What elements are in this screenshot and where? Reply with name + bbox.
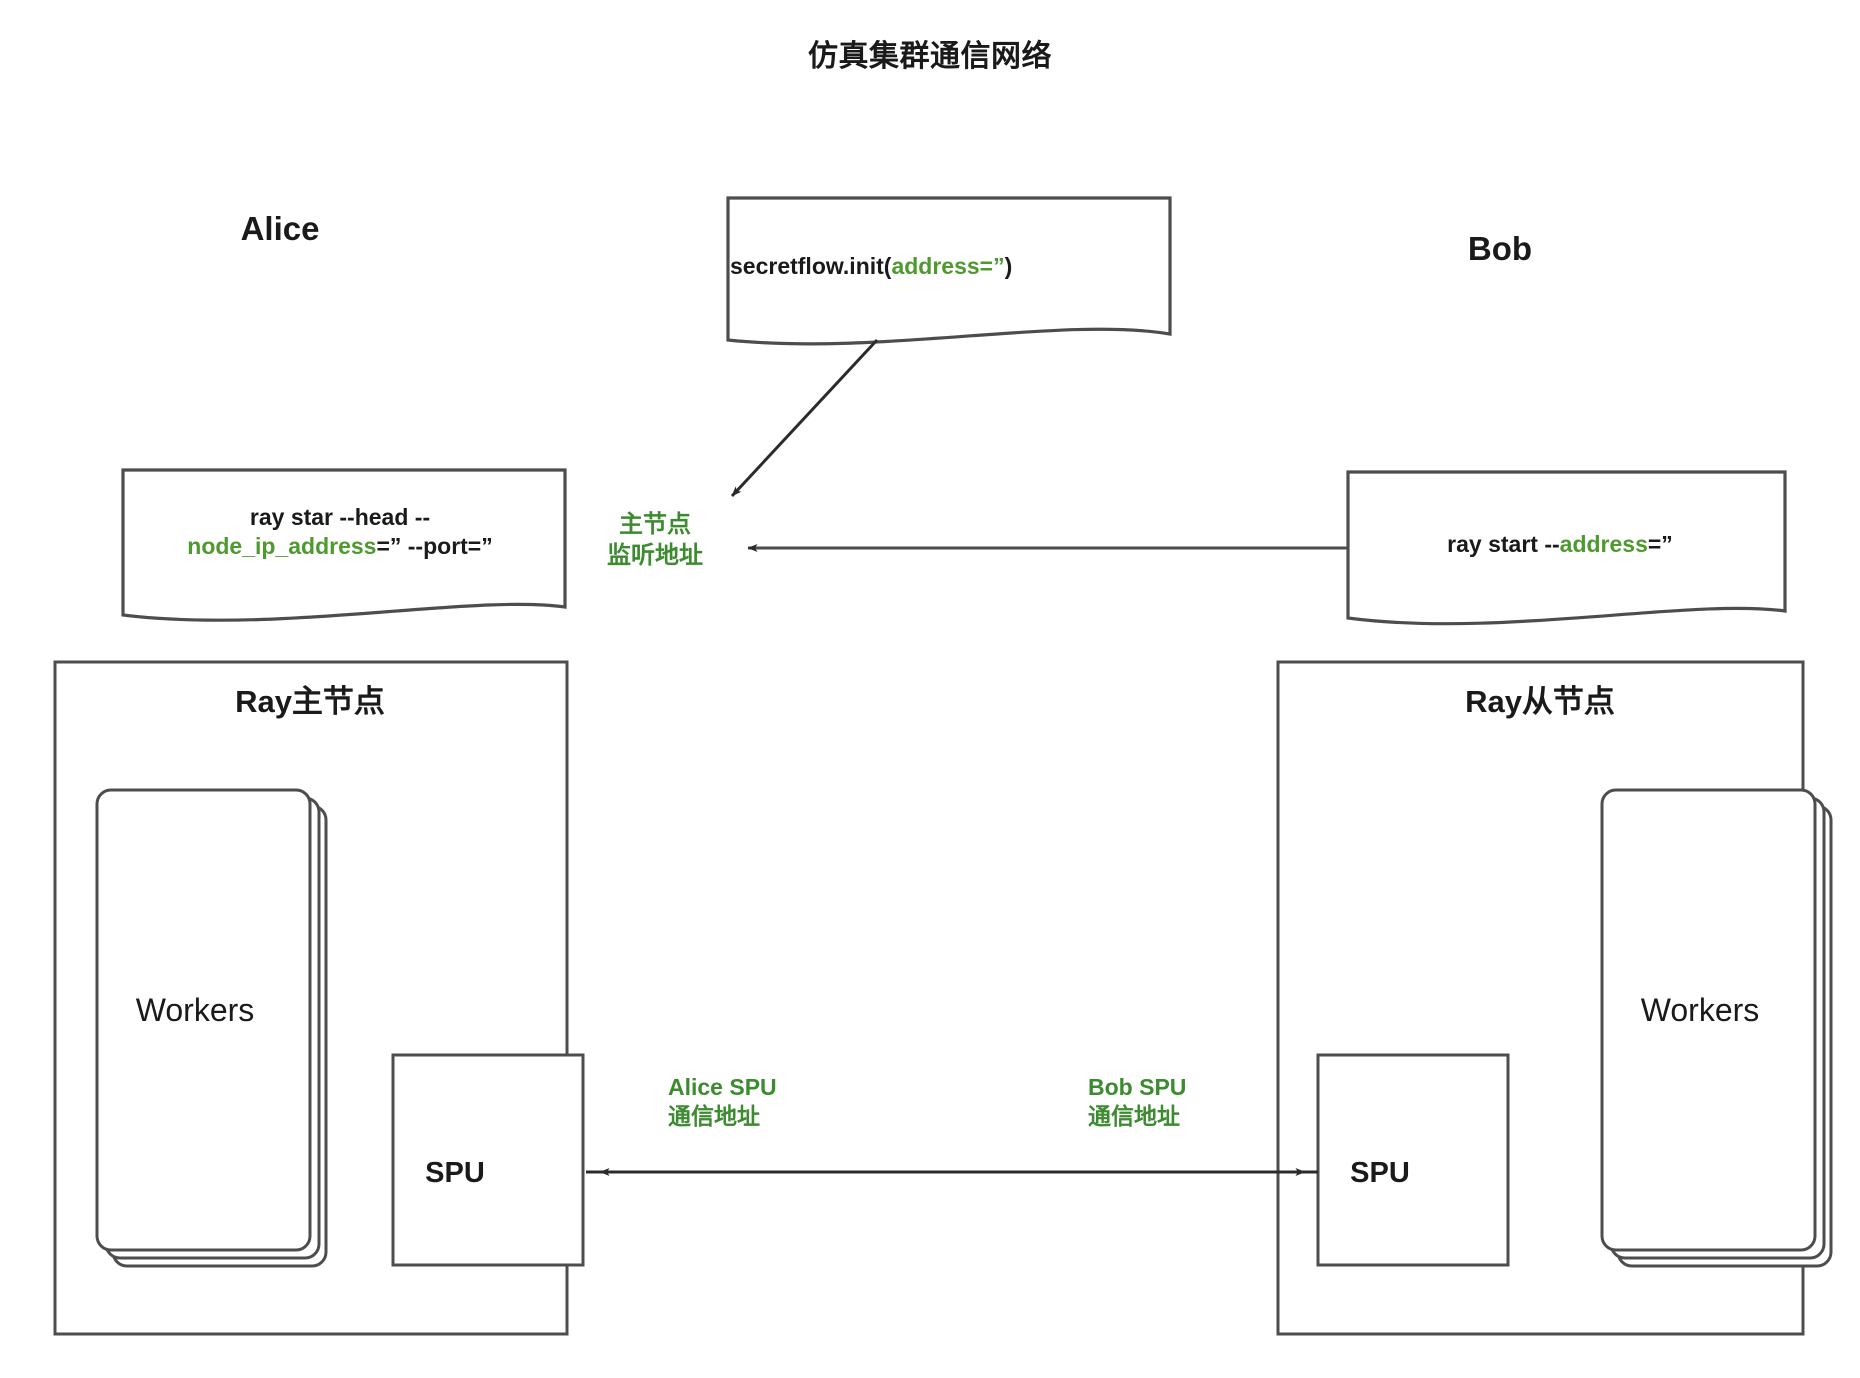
bob-command-highlight: address xyxy=(1559,531,1648,557)
init-to-head-arrow xyxy=(730,338,879,498)
page-title: 仿真集群通信网络 xyxy=(808,40,1052,73)
bob-command-suffix: =” xyxy=(1647,531,1673,557)
bob-command-prefix: ray start -- xyxy=(1447,531,1560,557)
party-label-bob: Bob xyxy=(1467,230,1533,267)
spu-label-right: SPU xyxy=(1350,1157,1410,1189)
workers-label-left: Workers xyxy=(135,992,255,1028)
alice-command-text: ray star --head -- node_ip_address=” --po… xyxy=(120,503,560,562)
workers-left-card-back2 xyxy=(111,804,328,1268)
alice-command-line1: ray star --head -- xyxy=(249,504,431,530)
init-note-suffix: ) xyxy=(1004,253,1013,279)
alice-command-line2-suffix: =” --port=” xyxy=(376,533,493,560)
workers-label-right: Workers xyxy=(1640,992,1760,1028)
workers-right-card-back2 xyxy=(1616,804,1833,1268)
spu-label-left: SPU xyxy=(425,1157,485,1189)
ray-worker-node-title: Ray从节点 xyxy=(1465,684,1615,719)
init-note-highlight: address=” xyxy=(891,253,1005,279)
head-node-listen-address-label: 主节点监听地址 xyxy=(607,511,703,569)
ray-head-node-title: Ray主节点 xyxy=(235,684,385,719)
bob-command-text: ray start --address=” xyxy=(1345,530,1775,559)
init-note-text: secretflow.init(address=”) xyxy=(730,252,1150,281)
alice-command-highlight: node_ip_address xyxy=(187,533,377,560)
party-label-alice: Alice xyxy=(240,210,320,247)
init-note-prefix: secretflow.init( xyxy=(730,253,892,279)
